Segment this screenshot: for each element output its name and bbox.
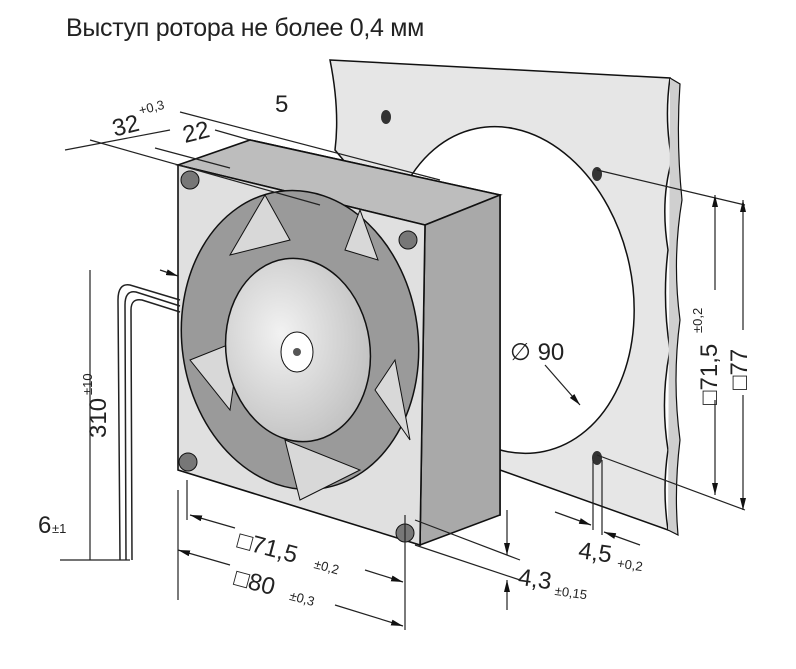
dim-depth-total: 32	[110, 110, 142, 143]
dim-depth-body: 22	[180, 116, 212, 149]
dim-frame-size: □80	[231, 564, 278, 601]
mount-hole	[180, 170, 200, 190]
dimension-lines	[60, 111, 746, 630]
dim-hole-spacing-h: □71,5	[234, 527, 300, 569]
dim-wire-strip-tol: ±1	[52, 521, 66, 536]
dim-depth-total-tol: +0,3	[137, 97, 166, 118]
dim-cutout-dia: ∅ 90	[510, 339, 564, 366]
fan-blade	[284, 439, 362, 501]
panel-hole	[592, 167, 602, 181]
fan-blade	[344, 208, 379, 261]
dim-cable-length: 310	[85, 398, 112, 438]
fan-blade	[228, 193, 291, 256]
panel-hole	[592, 451, 602, 465]
dim-hole-spacing-v-tol: ±0,2	[690, 308, 705, 333]
dim-hole-spacing-h-tol: ±0,2	[312, 556, 340, 577]
drawing-title: Выступ ротора не более 0,4 мм	[66, 14, 424, 42]
dim-wire-strip: 6	[38, 512, 51, 539]
dim-hole-dia: 4,3	[516, 564, 553, 595]
mount-hole	[178, 452, 198, 472]
fan-blade	[374, 358, 411, 441]
panel-hole	[381, 110, 391, 124]
dim-flange: 5	[275, 91, 288, 118]
dim-frame-size-tol: ±0,3	[288, 588, 316, 609]
dim-hole-spacing-v: □71,5	[696, 344, 723, 405]
dim-panel-hole-tol: +0,2	[616, 556, 644, 574]
mount-hole	[398, 230, 418, 250]
fan-cable	[117, 284, 181, 561]
dim-panel-hole: 4,5	[577, 537, 614, 568]
dim-hole-dia-tol: ±0,15	[554, 583, 588, 602]
fan-front-frame	[177, 163, 426, 547]
dim-cable-length-tol: ±10	[80, 373, 95, 395]
dim-panel-square: □77	[726, 349, 753, 390]
